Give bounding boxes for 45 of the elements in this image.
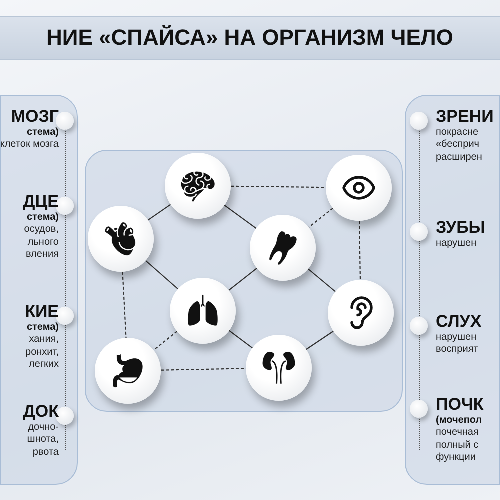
- icon-circle: [170, 278, 236, 344]
- effect-text: дочно- шнота, рвота: [26, 422, 59, 460]
- connector-line: [145, 260, 179, 290]
- system-label: стема): [26, 212, 59, 224]
- organ-heading: ЗРЕНИ: [436, 108, 494, 127]
- icon-circle: [95, 338, 161, 404]
- connector-line: [308, 268, 336, 292]
- organ-heading: ПОЧК: [436, 396, 484, 415]
- organ-heading: ЗУБЫ: [436, 219, 486, 238]
- system-label: стема): [26, 126, 59, 140]
- organ-heading: СЛУХ: [436, 313, 482, 332]
- connector-line: [230, 186, 326, 188]
- system-label: стема): [26, 322, 59, 334]
- title-banner: НИЕ «СПАЙСА» НА ОРГАНИЗМ ЧЕЛО: [0, 16, 500, 60]
- connector-line: [160, 368, 246, 371]
- panel: [85, 150, 403, 412]
- connector-line: [229, 330, 253, 349]
- organ-heading: ДОК: [23, 403, 59, 422]
- effect-text: осудов, льного вления: [23, 224, 59, 262]
- icon-circle: [246, 335, 312, 401]
- effect-text: почечная полный с функции: [436, 427, 480, 465]
- connector-line: [358, 220, 362, 280]
- connector-line: [122, 272, 127, 338]
- organ-heading: ДЦЕ: [23, 193, 59, 212]
- icon-circle: [328, 280, 394, 346]
- panel: [0, 95, 78, 485]
- effect-text: нарушен: [436, 238, 478, 250]
- connector-line: [308, 208, 334, 228]
- icon-circle: [88, 206, 154, 272]
- connector-line: [306, 330, 334, 350]
- organ-heading: КИЕ: [25, 303, 59, 322]
- icon-circle: [165, 153, 231, 219]
- connector-line: [228, 268, 258, 292]
- icon-circle: [250, 215, 316, 281]
- panel: [405, 95, 500, 485]
- connector-line: [224, 205, 257, 229]
- icon-circle: [326, 155, 392, 221]
- effect-text: клеток мозга: [0, 139, 59, 152]
- effect-text: нарушен восприят: [436, 332, 480, 357]
- effect-text: хания, ронхит, легких: [24, 334, 59, 372]
- system-label: (мочепол: [436, 414, 482, 428]
- connector-line: [148, 204, 172, 221]
- effect-text: покрасне «бесприч расширен: [436, 126, 484, 164]
- organ-heading: МОЗГ: [11, 108, 59, 127]
- connector-line: [153, 331, 178, 351]
